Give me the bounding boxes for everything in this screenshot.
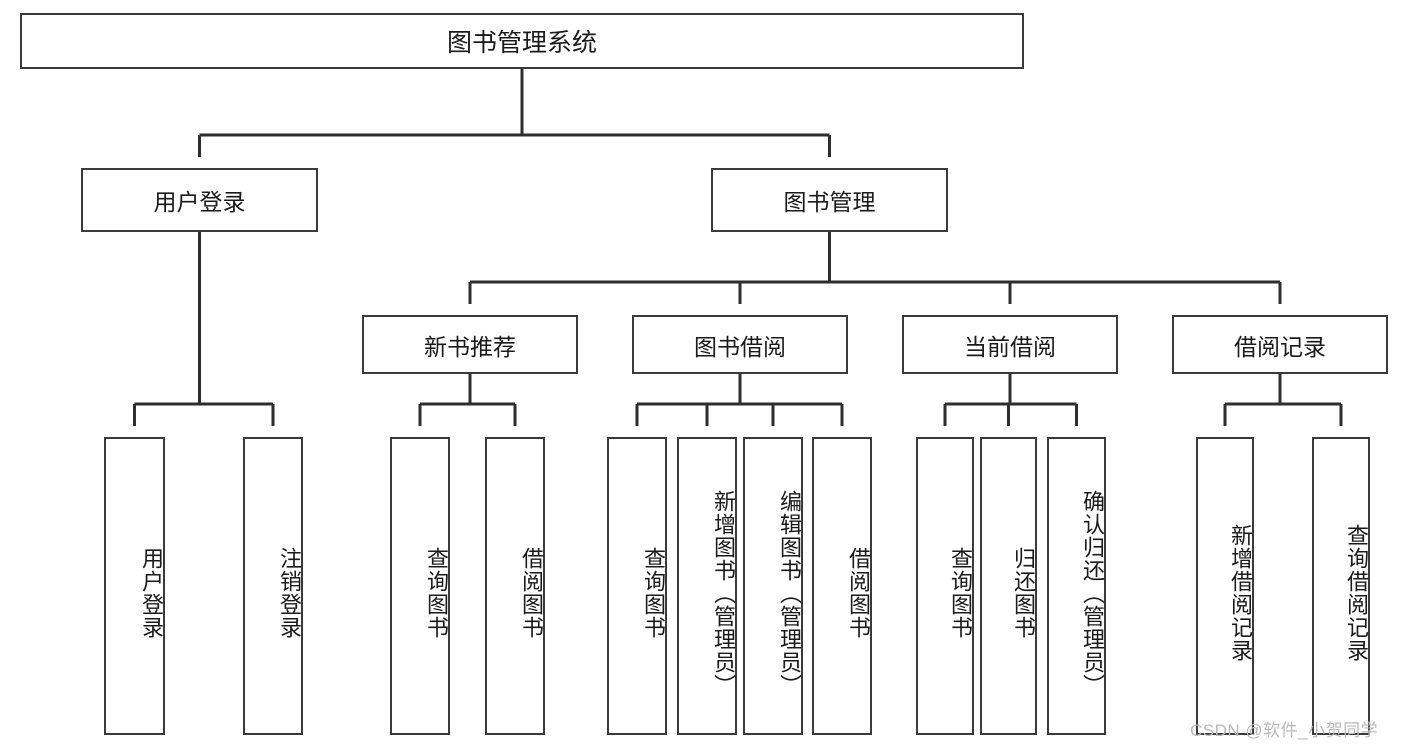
- node-leaf-borrow-book-2[interactable]: 借阅图书: [812, 437, 872, 735]
- node-leaf-confirm-return-admin[interactable]: 确认归还（管理员）: [1047, 437, 1106, 735]
- node-leaf-return-book-label: 归还图书: [1011, 547, 1036, 639]
- node-leaf-add-book-admin[interactable]: 新增图书（管理员）: [677, 437, 737, 735]
- node-leaf-query-book-2[interactable]: 查询图书: [607, 437, 667, 735]
- node-current-borrow-label: 当前借阅: [964, 333, 1056, 360]
- node-leaf-confirm-return-admin-label: 确认归还（管理员）: [1080, 489, 1105, 697]
- watermark: CSDN @软件_小贺同学: [1190, 721, 1379, 740]
- node-current-borrow[interactable]: 当前借阅: [902, 315, 1118, 374]
- node-leaf-borrow-book-1[interactable]: 借阅图书: [485, 437, 545, 735]
- node-book-borrow-label: 图书借阅: [694, 333, 786, 360]
- node-leaf-logout-label: 注销登录: [277, 547, 302, 639]
- node-leaf-query-book-1-label: 查询图书: [424, 547, 449, 639]
- node-borrow-record-label: 借阅记录: [1234, 333, 1326, 360]
- node-book-management-label: 图书管理: [783, 189, 876, 215]
- node-leaf-query-book-1[interactable]: 查询图书: [390, 437, 450, 735]
- node-leaf-user-login[interactable]: 用户登录: [104, 437, 165, 735]
- node-leaf-borrow-book-2-label: 借阅图书: [846, 547, 871, 639]
- node-user-login-label: 用户登录: [153, 189, 246, 215]
- node-new-book-recommend-label: 新书推荐: [424, 333, 516, 360]
- node-leaf-borrow-book-1-label: 借阅图书: [519, 547, 544, 639]
- node-root-label: 图书管理系统: [446, 29, 597, 57]
- node-leaf-edit-book-admin[interactable]: 编辑图书（管理员）: [743, 437, 803, 735]
- node-leaf-add-book-admin-label: 新增图书（管理员）: [711, 489, 736, 697]
- node-leaf-add-borrow-record-label: 新增借阅记录: [1228, 524, 1253, 662]
- node-leaf-return-book[interactable]: 归还图书: [980, 437, 1037, 735]
- node-leaf-user-login-label: 用户登录: [139, 547, 164, 639]
- node-book-borrow[interactable]: 图书借阅: [632, 315, 848, 374]
- node-book-management[interactable]: 图书管理: [711, 168, 948, 232]
- node-borrow-record[interactable]: 借阅记录: [1172, 315, 1388, 374]
- node-leaf-edit-book-admin-label: 编辑图书（管理员）: [777, 489, 802, 697]
- node-leaf-query-borrow-record[interactable]: 查询借阅记录: [1312, 437, 1370, 735]
- node-root[interactable]: 图书管理系统: [20, 13, 1024, 69]
- node-user-login[interactable]: 用户登录: [81, 168, 318, 232]
- node-leaf-query-book-2-label: 查询图书: [641, 547, 666, 639]
- node-leaf-query-borrow-record-label: 查询借阅记录: [1344, 524, 1369, 662]
- node-leaf-query-book-3-label: 查询图书: [948, 547, 973, 639]
- node-new-book-recommend[interactable]: 新书推荐: [362, 315, 578, 374]
- node-leaf-query-book-3[interactable]: 查询图书: [916, 437, 974, 735]
- node-leaf-add-borrow-record[interactable]: 新增借阅记录: [1196, 437, 1254, 735]
- node-leaf-logout[interactable]: 注销登录: [243, 437, 303, 735]
